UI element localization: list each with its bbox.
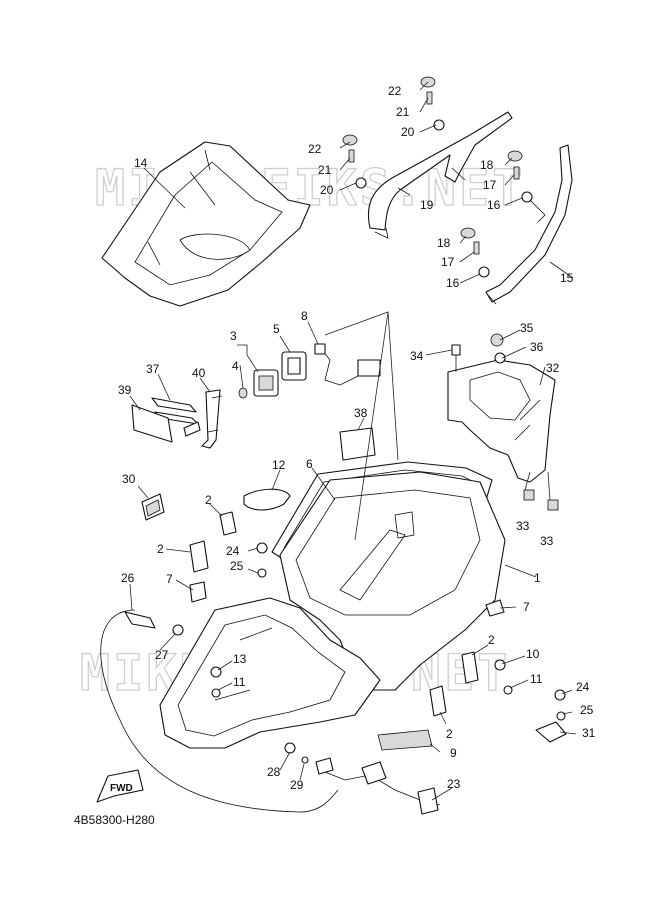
callout-32: 32 — [546, 361, 560, 375]
part-34-bolt — [451, 344, 461, 372]
part-30-clip — [141, 493, 165, 521]
callout-16b: 16 — [446, 276, 460, 290]
callout-21a: 21 — [396, 105, 410, 119]
part-33-pads — [523, 489, 559, 511]
callout-7a: 7 — [166, 572, 173, 586]
callout-35: 35 — [520, 321, 534, 335]
part-32-rear-tray — [447, 333, 556, 483]
part-12-cover-plate — [243, 488, 291, 511]
callout-28: 28 — [267, 765, 281, 779]
callout-38: 38 — [354, 406, 368, 420]
callout-1: 1 — [534, 571, 541, 585]
part-2-foam-blocks — [189, 511, 479, 717]
callout-24a: 24 — [226, 544, 240, 558]
part-14-front-cover — [101, 141, 311, 307]
callout-18a: 18 — [480, 158, 494, 172]
callout-4: 4 — [232, 359, 239, 373]
callout-25a: 25 — [230, 559, 244, 573]
callout-39: 39 — [118, 383, 132, 397]
callout-2b: 2 — [157, 542, 164, 556]
callout-31: 31 — [582, 726, 596, 740]
misc-fasteners — [124, 542, 567, 764]
callout-37: 37 — [146, 362, 160, 376]
callout-5: 5 — [273, 322, 280, 336]
part-9-pad — [377, 729, 433, 751]
part-3-lock-assembly — [238, 369, 279, 399]
callout-25b: 25 — [580, 703, 594, 717]
callout-11b: 11 — [530, 672, 543, 686]
part-7-clips — [189, 581, 505, 617]
callout-12: 12 — [272, 458, 286, 472]
callout-8: 8 — [301, 309, 308, 323]
callout-30: 30 — [122, 472, 136, 486]
part-40-bracket — [201, 389, 223, 449]
callout-22b: 22 — [308, 142, 322, 156]
callout-27: 27 — [155, 648, 169, 662]
callout-29: 29 — [290, 778, 304, 792]
callout-24b: 24 — [576, 680, 590, 694]
callout-6: 6 — [306, 457, 313, 471]
part-39-label — [131, 404, 173, 443]
callout-26: 26 — [121, 571, 135, 585]
callout-11a: 11 — [233, 675, 246, 689]
callout-20b: 20 — [320, 183, 334, 197]
callout-36: 36 — [530, 340, 544, 354]
callout-2d: 2 — [446, 727, 453, 741]
callout-23: 23 — [447, 777, 461, 791]
part-8-wire-harness — [314, 343, 381, 386]
fwd-label: FWD — [110, 783, 133, 794]
callout-40: 40 — [192, 366, 206, 380]
callout-33a: 33 — [516, 519, 530, 533]
callout-2c: 2 — [488, 633, 495, 647]
rail-fasteners — [342, 76, 533, 278]
part-15-side-rail — [485, 144, 573, 305]
part-38-pad — [339, 427, 376, 461]
callout-15: 15 — [560, 271, 574, 285]
callout-17a: 17 — [483, 178, 497, 192]
part-37-strap — [151, 397, 201, 437]
callout-13: 13 — [233, 652, 247, 666]
callout-2a: 2 — [205, 493, 212, 507]
callout-33b: 33 — [540, 534, 554, 548]
leader-lines — [129, 81, 577, 801]
callout-34: 34 — [410, 349, 424, 363]
part-19-grab-rail — [367, 111, 513, 239]
callout-19: 19 — [420, 198, 434, 212]
cables — [100, 609, 441, 815]
part-bottom-cover — [159, 597, 381, 749]
callout-21b: 21 — [318, 163, 332, 177]
callout-16a: 16 — [487, 198, 501, 212]
part-1-luggage-box — [279, 471, 506, 691]
callout-10: 10 — [526, 647, 540, 661]
callout-numbers: 1 2 2 2 2 3 4 5 6 7 7 8 9 10 11 11 12 13… — [118, 84, 596, 792]
callout-18b: 18 — [437, 236, 451, 250]
diagram-code: 4B58300-H280 — [74, 813, 155, 827]
callout-20a: 20 — [401, 125, 415, 139]
fwd-arrow-icon: FWD — [96, 769, 144, 803]
callout-14: 14 — [134, 156, 148, 170]
callout-17b: 17 — [441, 255, 455, 269]
part-5-lock-bezel — [281, 351, 307, 381]
callout-9: 9 — [450, 746, 457, 760]
callout-7b: 7 — [523, 600, 530, 614]
callout-22a: 22 — [388, 84, 402, 98]
callout-3: 3 — [230, 329, 237, 343]
